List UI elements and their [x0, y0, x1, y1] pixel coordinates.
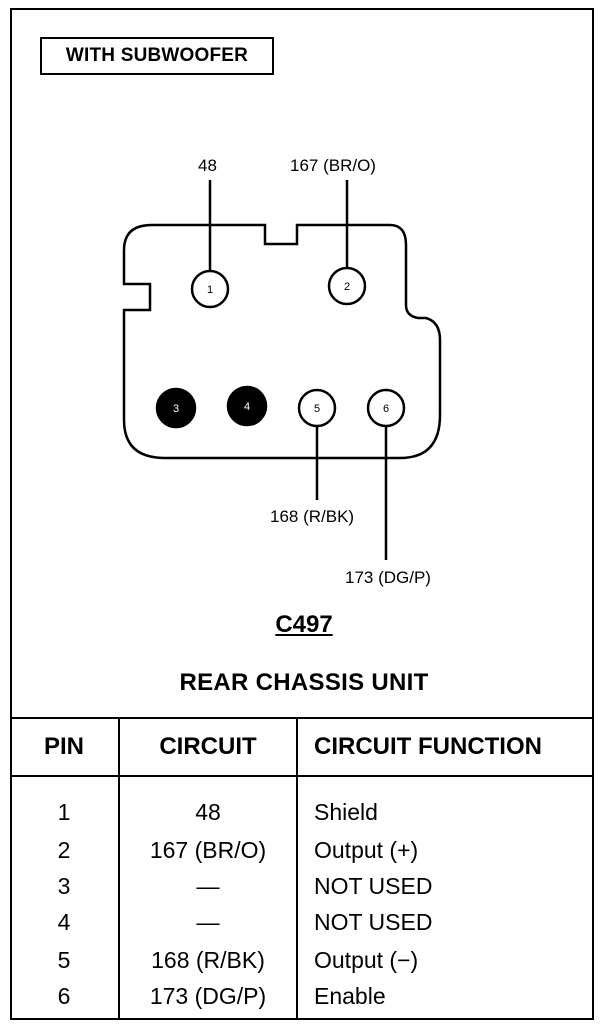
- cell-circuit: 168 (R/BK): [151, 947, 265, 973]
- pin-3-number: 3: [173, 403, 179, 415]
- cell-function: Output (+): [314, 837, 419, 863]
- header-circuit: CIRCUIT: [159, 733, 257, 760]
- table-top-rule: [10, 717, 594, 719]
- cell-circuit: —: [196, 909, 220, 935]
- pin-4-number: 4: [244, 401, 250, 413]
- pin-5-number: 5: [314, 403, 320, 415]
- cell-circuit: 48: [195, 799, 221, 825]
- pin-1: 1: [190, 269, 230, 309]
- cell-function: Enable: [314, 983, 386, 1009]
- cell-function: NOT USED: [314, 873, 433, 899]
- cell-pin: 5: [57, 947, 71, 973]
- cell-pin: 1: [57, 799, 71, 825]
- table-col-divider-1: [118, 717, 120, 1020]
- connector-diagram: 1 2 3 4 5 6: [122, 180, 442, 560]
- connector-id: C497: [275, 611, 333, 638]
- variant-label: WITH SUBWOOFER: [40, 37, 274, 75]
- pin-6: 6: [366, 388, 406, 428]
- table-header-rule: [10, 775, 594, 777]
- wire-label-pin-5: 168 (R/BK): [270, 507, 355, 526]
- cell-pin: 3: [57, 873, 71, 899]
- header-pin: PIN: [43, 733, 84, 760]
- wire-label-pin-2: 167 (BR/O): [290, 156, 376, 175]
- wire-label-pin-1: 48: [198, 156, 217, 175]
- pin-1-number: 1: [207, 284, 213, 296]
- cell-function: Shield: [314, 799, 378, 825]
- table-col-divider-2: [296, 717, 298, 1020]
- cell-function: Output (−): [314, 947, 419, 973]
- pin-2-number: 2: [344, 281, 350, 293]
- pin-5: 5: [297, 388, 337, 428]
- cell-pin: 6: [57, 983, 71, 1009]
- pin-3: 3: [155, 387, 197, 429]
- header-circuit-function: CIRCUIT FUNCTION: [314, 733, 542, 760]
- wire-label-pin-6: 173 (DG/P): [345, 568, 431, 587]
- cell-circuit: 173 (DG/P): [149, 983, 267, 1009]
- connector-name: REAR CHASSIS UNIT: [179, 669, 429, 696]
- cell-circuit: —: [196, 873, 220, 899]
- pin-4: 4: [226, 385, 268, 427]
- cell-circuit: 167 (BR/O): [149, 837, 267, 863]
- cell-pin: 2: [57, 837, 71, 863]
- diagram-frame: [10, 8, 594, 1020]
- pin-6-number: 6: [383, 403, 389, 415]
- cell-function: NOT USED: [314, 909, 433, 935]
- cell-pin: 4: [57, 909, 71, 935]
- pin-2: 2: [327, 266, 367, 306]
